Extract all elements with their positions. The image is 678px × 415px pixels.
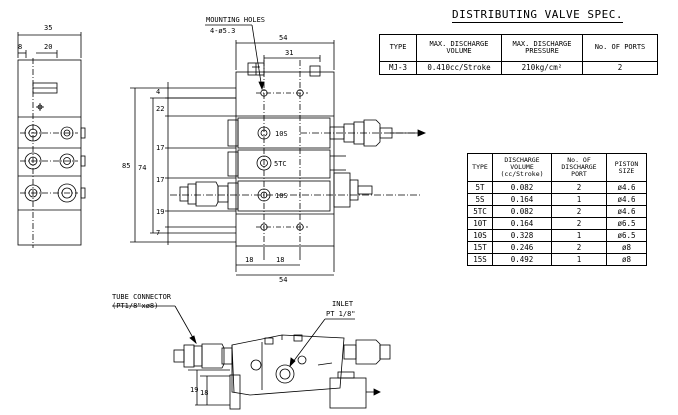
spec-header-pressure: MAX. DISCHARGE PRESSURE (501, 34, 583, 62)
dim-h-17a: 17 (156, 144, 164, 152)
dim-h-19: 19 (156, 208, 164, 216)
mounting-holes-spec: 4-ø5.3 (210, 27, 235, 35)
piston-header-size: PISTON SIZE (606, 153, 647, 182)
spec-table: TYPE MAX. DISCHARGE VOLUME MAX. DISCHARG… (379, 34, 658, 75)
isometric-view (112, 305, 391, 410)
piston-cell: 15S (467, 253, 493, 266)
inlet-spec: PT 1/8" (326, 310, 356, 318)
dim-h-17b: 17 (156, 176, 164, 184)
piston-cell: 1 (551, 253, 607, 266)
port-label-top: 10S (275, 130, 288, 138)
dim-iso-18: 18 (200, 389, 208, 397)
dim-h-4: 4 (156, 88, 160, 96)
front-view (130, 24, 427, 276)
spec-header-row: TYPE MAX. DISCHARGE VOLUME MAX. DISCHARG… (379, 34, 658, 62)
dim-top-31: 31 (285, 49, 293, 57)
piston-header-ports: No. OF DISCHARGE PORT (551, 153, 607, 182)
spec-row: MJ-3 0.410cc/Stroke 210kg/cm² 2 (379, 61, 658, 75)
inlet-label: INLET (332, 300, 354, 308)
dim-side-width: 35 (44, 24, 52, 32)
spec-cell: 0.410cc/Stroke (416, 61, 502, 75)
dim-side-8: 8 (18, 43, 22, 51)
dim-h-22: 22 (156, 105, 164, 113)
tube-connector-spec: (PT1/8"xø8) (112, 302, 158, 310)
dim-h-7: 7 (156, 229, 160, 237)
dim-side-20: 20 (44, 43, 52, 51)
dim-h-85: 85 (122, 162, 130, 170)
piston-cell: ø8 (606, 253, 647, 266)
side-view (17, 32, 86, 248)
dim-h-74: 74 (138, 164, 146, 172)
spec-cell: 2 (582, 61, 658, 75)
mounting-holes-label: MOUNTING HOLES (206, 16, 265, 24)
spec-header-ports: No. OF PORTS (582, 34, 658, 62)
piston-header-row: TYPE DISCHARGE VOLUME (cc/Stroke) No. OF… (467, 153, 647, 182)
dim-top-54: 54 (279, 34, 287, 42)
dim-bot-18b: 18 (276, 256, 284, 264)
dim-bot-54: 54 (279, 276, 287, 284)
side-body-outline (17, 59, 82, 246)
spec-cell: 210kg/cm² (501, 61, 583, 75)
port-label-mid: 5TC (274, 160, 287, 168)
dim-iso-19: 19 (190, 386, 198, 394)
dim-bot-18a: 18 (245, 256, 253, 264)
front-body-outline (235, 71, 335, 247)
port-label-bot: 10S (275, 192, 288, 200)
tube-connector-label: TUBE CONNECTOR (112, 293, 172, 301)
piston-table: TYPE DISCHARGE VOLUME (cc/Stroke) No. OF… (467, 153, 647, 266)
spec-title: DISTRIBUTING VALVE SPEC. (452, 8, 623, 23)
